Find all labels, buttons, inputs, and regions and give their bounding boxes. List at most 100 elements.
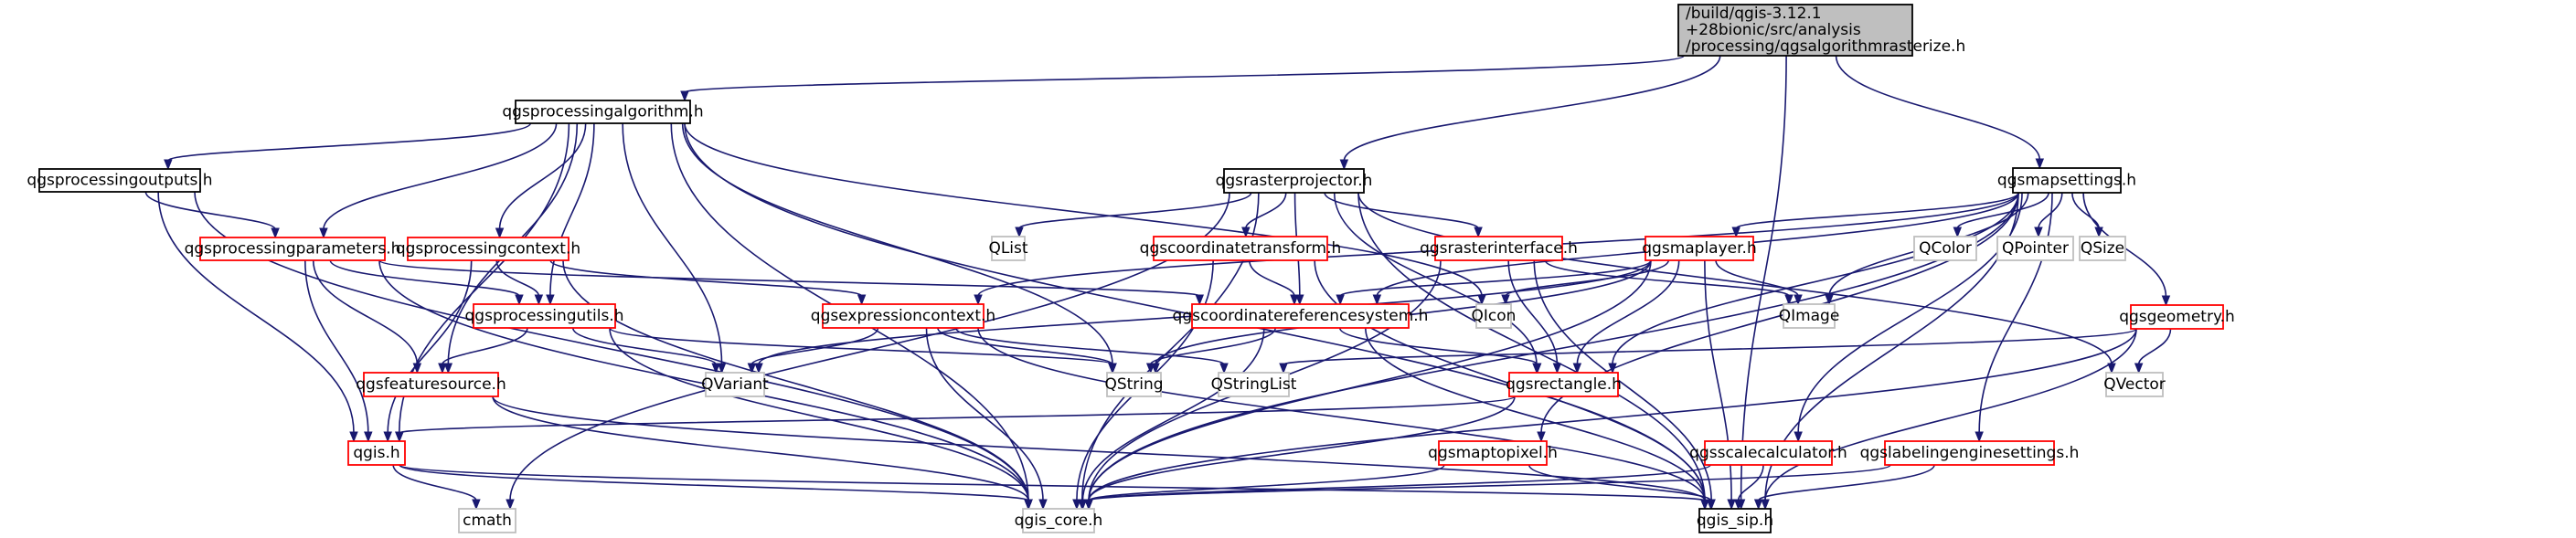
node-label-qgsmapsettings: qgsmapsettings.h: [1997, 172, 2136, 190]
edge-qgsmapsettings-to-qgsmaplayer: [1735, 192, 2019, 229]
node-QSize: QSize: [2079, 236, 2126, 261]
node-qgsmaptopixel[interactable]: qgsmaptopixel.h: [1428, 440, 1558, 466]
node-label-qgis: qgis.h: [353, 444, 399, 462]
edge-qgsprocessingutils-to-qgis_core: [609, 327, 1029, 501]
edge-qgsrasterprojector-to-qgscoordinatetransform: [1245, 192, 1287, 229]
arrowhead-qgsexpressioncontext-to-QString: [1108, 363, 1117, 374]
edge-qgsmapsettings-to-QColor: [1956, 192, 2049, 229]
node-qgsrasterinterface[interactable]: qgsrasterinterface.h: [1420, 236, 1578, 261]
arrowhead-qgsexpressioncontext-to-qgis_core: [1038, 499, 1048, 511]
edge-qgsprocessingalgorithm-to-QIcon: [684, 122, 1483, 297]
arrowhead-qgsprocessingutils-to-QVariant: [711, 363, 720, 374]
node-box-QPointer: [1996, 236, 2074, 261]
node-label-QPointer: QPointer: [2002, 239, 2069, 258]
node-qgis[interactable]: qgis.h: [347, 440, 406, 466]
node-box-qgsmaplayer: [1645, 236, 1754, 261]
node-label-qgis_sip: qgis_sip.h: [1697, 512, 1773, 530]
arrowhead-qgsmaptopixel-to-qgis_sip: [1706, 499, 1716, 511]
node-label-qgsscalecalculator: qgsscalecalculator.h: [1689, 444, 1847, 462]
edge-qgsmaplayer-to-qgis_core: [1088, 259, 1652, 501]
node-box-QString: [1106, 372, 1162, 397]
edge-qgsrasterinterface-to-qgsrectangle: [1507, 259, 1559, 365]
arrowhead-qgsprocessingalgorithm-to-qgsprocessingoutputs: [164, 159, 173, 171]
arrowhead-qgsrectangle-to-qgis: [395, 431, 404, 443]
node-qgsprocessingoutputs[interactable]: qgsprocessingoutputs.h: [27, 168, 213, 193]
node-qgscoordinatetransform[interactable]: qgscoordinatetransform.h: [1140, 236, 1342, 261]
node-box-qgsrasterprojector: [1223, 168, 1365, 194]
arrowhead-qgsprocessingparameters-to-qgscoordinatereferencesystem: [1195, 294, 1204, 306]
node-label-QStringList: QStringList: [1211, 375, 1297, 394]
node-label-qgsfeaturesource: qgsfeaturesource.h: [356, 375, 506, 394]
node-qgsrasterprojector[interactable]: qgsrasterprojector.h: [1216, 168, 1373, 194]
node-qgsprocessingutils[interactable]: qgsprocessingutils.h: [465, 303, 624, 329]
edge-qgsprocessingcontext-to-qgsprocessingutils: [495, 259, 540, 297]
arrowhead-qgscoordinatetransform-to-qgscoordinatereferencesystem: [1290, 294, 1299, 306]
arrowhead-qgsprocessingcontext-to-qgsprocessingutils: [534, 294, 544, 306]
node-label-qgsprocessingcontext: qgsprocessingcontext.h: [396, 240, 580, 258]
edge-qgsprocessingparameters-to-qgscoordinatereferencesystem: [378, 259, 1201, 297]
node-qgsfeaturesource[interactable]: qgsfeaturesource.h: [356, 372, 506, 397]
node-box-qgsgeometry: [2130, 304, 2224, 330]
node-label-qgsprocessingalgorithm: qgsprocessingalgorithm.h: [502, 103, 703, 121]
arrowhead-qgis-to-qgis_core: [1024, 499, 1033, 511]
node-root[interactable]: /build/qgis-3.12.1+28bionic/src/analysis…: [1677, 4, 1965, 57]
node-qgis_sip[interactable]: qgis_sip.h: [1697, 508, 1773, 533]
arrowhead-qgslabelingenginesettings-to-qgis_core: [1084, 499, 1093, 511]
node-qgsgeometry[interactable]: qgsgeometry.h: [2119, 304, 2235, 330]
arrowhead-qgslabelingenginesettings-to-qgis_sip: [1753, 499, 1763, 511]
node-qgsmapsettings[interactable]: qgsmapsettings.h: [1997, 167, 2136, 194]
node-QStringList: QStringList: [1211, 372, 1297, 397]
node-box-QList: [991, 236, 1026, 261]
arrowhead-qgsmaplayer-to-QIcon: [1501, 294, 1510, 306]
node-box-qgsfeaturesource: [363, 372, 499, 397]
edge-qgsprocessingparameters-to-qgsprocessingutils: [329, 259, 520, 297]
node-qgsprocessingparameters[interactable]: qgsprocessingparameters.h: [185, 237, 401, 261]
node-qgsprocessingalgorithm[interactable]: qgsprocessingalgorithm.h: [502, 100, 704, 124]
node-qgsscalecalculator[interactable]: qgsscalecalculator.h: [1689, 440, 1847, 466]
node-qgsrectangle[interactable]: qgsrectangle.h: [1506, 372, 1622, 397]
node-qgsprocessingcontext[interactable]: qgsprocessingcontext.h: [396, 237, 580, 261]
edge-qgsgeometry-to-qgis_core: [1088, 328, 2137, 501]
node-label-qgsmaptopixel: qgsmaptopixel.h: [1428, 444, 1558, 462]
edge-qgsrasterprojector-to-qgis_sip: [1357, 192, 1706, 501]
node-box-QSize: [2079, 236, 2126, 261]
edge-qgis-to-qgis_sip: [399, 464, 1706, 501]
arrowhead-qgsexpressioncontext-to-QStringList: [1219, 363, 1229, 374]
edge-qgsmaptopixel-to-qgis_sip: [1528, 464, 1712, 501]
edge-qgscoordinatereferencesystem-to-qgsrectangle: [1338, 327, 1538, 365]
node-qgslabelingenginesettings[interactable]: qgslabelingenginesettings.h: [1860, 440, 2080, 466]
edge-root-to-qgis_sip: [1740, 55, 1787, 501]
node-box-qgsprocessingutils: [473, 303, 616, 329]
edge-qgsrasterinterface-to-QImage: [1544, 259, 1790, 297]
node-QList: QList: [988, 236, 1028, 261]
node-label-qgsrasterprojector: qgsrasterprojector.h: [1216, 172, 1373, 190]
node-box-qgsmaptopixel: [1438, 440, 1548, 466]
edge-qgsprocessingparameters-to-qgis_core: [378, 259, 1029, 501]
edge-qgsfeaturesource-to-qgis_core: [492, 396, 1029, 501]
arrowhead-qgsmapsettings-to-QColor: [1953, 227, 1963, 238]
node-box-QVector: [2105, 372, 2164, 397]
arrowhead-qgsprocessingparameters-to-qgsprocessingutils: [515, 294, 524, 306]
node-box-qgsprocessingoutputs: [38, 168, 201, 193]
node-box-qgscoordinatetransform: [1153, 236, 1328, 261]
arrowhead-qgsrasterinterface-to-QImage: [1784, 294, 1794, 306]
arrowhead-qgsrasterprojector-to-qgsrasterinterface: [1474, 227, 1483, 238]
node-label-qgis_core: qgis_core.h: [1015, 512, 1103, 530]
node-qgsexpressioncontext[interactable]: qgsexpressioncontext.h: [811, 303, 995, 329]
arrowhead-qgsmaplayer-to-qgis_sip: [1727, 499, 1736, 511]
arrowhead-root-to-qgsrasterprojector: [1339, 159, 1349, 171]
arrowhead-qgsprocessingutils-to-qgsfeaturesource: [438, 363, 447, 374]
edge-root-to-qgsprocessingalgorithm: [684, 55, 1685, 93]
node-QIcon: QIcon: [1472, 303, 1516, 329]
edge-qgsgeometry-to-QVector: [2137, 328, 2172, 365]
node-qgsmaplayer[interactable]: qgsmaplayer.h: [1642, 236, 1757, 261]
node-qgis_core: qgis_core.h: [1015, 508, 1103, 533]
node-QString: QString: [1104, 372, 1164, 397]
node-QPointer: QPointer: [1996, 236, 2074, 261]
arrowhead-qgsmapsettings-to-qgsmaptopixel: [1537, 431, 1546, 443]
edge-qgsrasterprojector-to-QList: [1018, 192, 1252, 229]
node-box-qgsprocessingalgorithm: [515, 100, 691, 124]
edge-qgsgeometry-to-QStringList: [1283, 328, 2137, 365]
node-qgscoordinatereferencesystem[interactable]: qgscoordinatereferencesystem.h: [1173, 303, 1429, 329]
arrowhead-qgsmapsettings-to-QPointer: [2034, 227, 2043, 238]
